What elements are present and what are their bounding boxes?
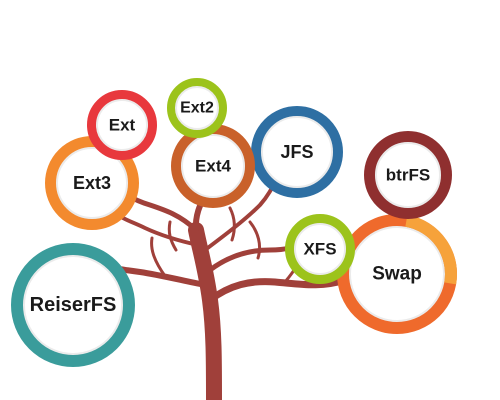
node-inner-shadow-btrfs bbox=[375, 142, 441, 208]
branch-left-mid bbox=[116, 213, 200, 247]
node-label-reiserfs: ReiserFS bbox=[30, 294, 117, 316]
node-label-jfs: JFS bbox=[280, 142, 313, 162]
node-inner-shadow-jfs bbox=[261, 116, 333, 188]
node-ext2: Ext2 bbox=[167, 78, 227, 138]
node-ring-btrfs bbox=[364, 131, 452, 219]
node-label-ext4: Ext4 bbox=[195, 157, 231, 176]
node-ext4: Ext4 bbox=[171, 124, 255, 208]
node-inner-shadow-ext4 bbox=[181, 134, 245, 198]
node-ring-reiserfs bbox=[11, 243, 135, 367]
node-inner-shadow-ext2 bbox=[175, 86, 219, 130]
node-btrfs: btrFS bbox=[364, 131, 452, 219]
branch-left-curl bbox=[150, 236, 167, 278]
node-label-ext2: Ext2 bbox=[180, 100, 214, 117]
node-ring-ext bbox=[87, 90, 157, 160]
trunk-main bbox=[188, 222, 222, 400]
node-jfs: JFS bbox=[251, 106, 343, 198]
node-inner-shadow-xfs bbox=[294, 223, 346, 275]
node-ext: Ext bbox=[87, 90, 157, 160]
node-label-ext: Ext bbox=[109, 116, 136, 135]
branch-right-curl bbox=[248, 220, 262, 260]
node-label-ext3: Ext3 bbox=[73, 173, 111, 193]
node-reiserfs: ReiserFS bbox=[11, 243, 135, 367]
branch-right-lower bbox=[206, 276, 349, 304]
branch-small-1 bbox=[167, 220, 178, 252]
node-xfs: XFS bbox=[285, 214, 355, 284]
node-label-xfs: XFS bbox=[303, 240, 336, 259]
node-ring-accent-swap bbox=[405, 214, 457, 285]
node-inner-shadow-swap bbox=[349, 226, 445, 322]
node-ring-xfs bbox=[285, 214, 355, 284]
node-inner-shadow-reiserfs bbox=[23, 255, 123, 355]
node-ring-jfs bbox=[251, 106, 343, 198]
node-inner-shadow-ext3 bbox=[56, 147, 128, 219]
node-ring-ext2 bbox=[167, 78, 227, 138]
node-label-swap: Swap bbox=[372, 264, 422, 285]
branch-small-2 bbox=[228, 206, 236, 242]
node-swap: Swap bbox=[337, 214, 457, 334]
node-inner-shadow-ext bbox=[96, 99, 148, 151]
node-label-btrfs: btrFS bbox=[386, 166, 430, 185]
